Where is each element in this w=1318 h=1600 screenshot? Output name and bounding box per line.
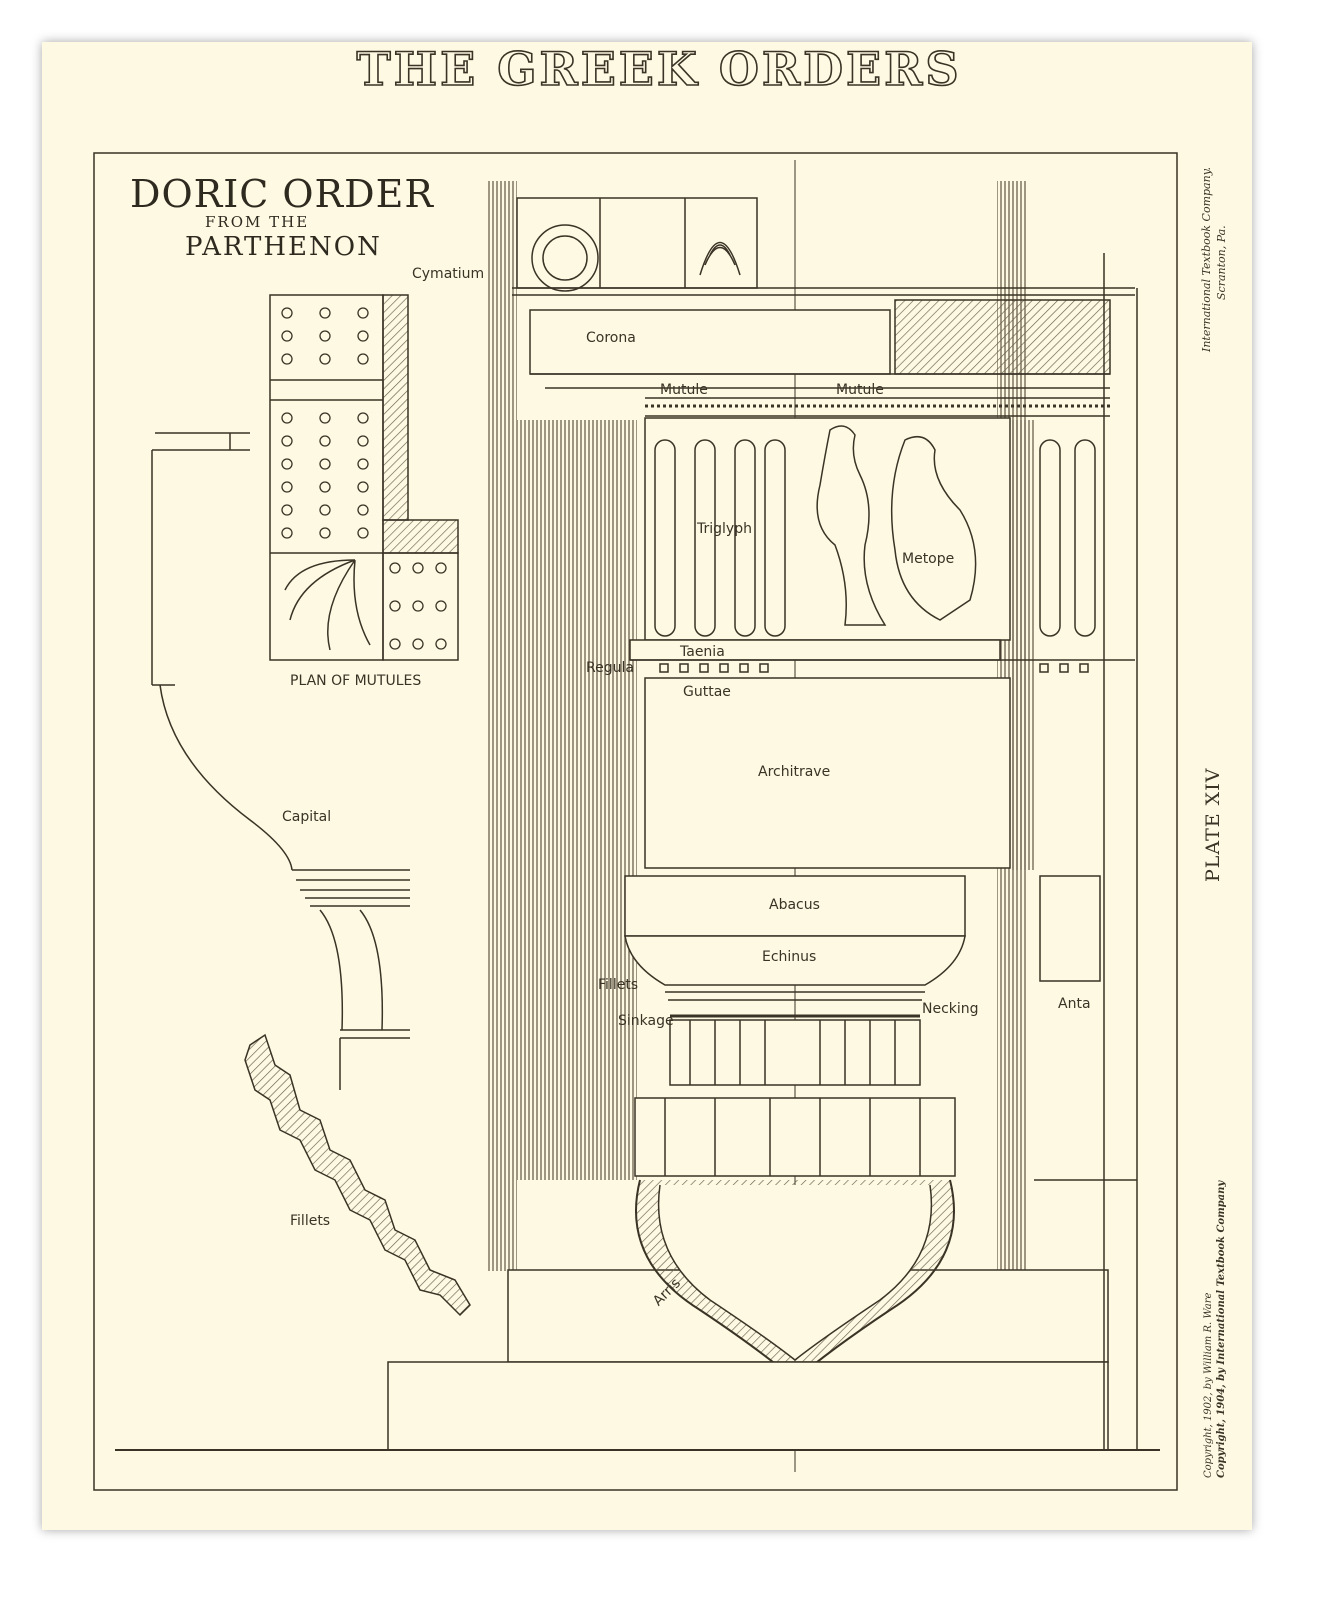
anthemion-ornament (699, 242, 741, 276)
label-sinkage: Sinkage (618, 1013, 674, 1029)
label-taenia: Taenia (680, 644, 725, 660)
plate-number: PLATE XIV (1202, 767, 1224, 882)
label-capital: Capital (282, 809, 332, 825)
label-metope: Metope (902, 551, 955, 567)
plan-of-mutules (269, 294, 459, 661)
inner-frame (93, 152, 1178, 1491)
guttae-row (659, 663, 1089, 673)
label-abacus: Abacus (769, 897, 820, 913)
capital-profile (151, 432, 410, 1090)
label-architrave: Architrave (758, 764, 831, 780)
triglyph-right (1039, 439, 1096, 637)
stylobate (387, 1361, 1109, 1451)
label-mutule-left: Mutule (660, 382, 708, 398)
label-plan-of-mutules: PLAN OF MUTULES (290, 673, 422, 689)
lion-head-ornament (531, 224, 599, 292)
heading-doric-order: DORIC ORDER (130, 172, 434, 216)
copyright-line-1: Copyright, 1902, by William R. Ware (1203, 1292, 1214, 1478)
label-necking: Necking (922, 1001, 979, 1017)
echinus-block (624, 935, 966, 986)
abacus-block (624, 875, 966, 937)
label-guttae: Guttae (683, 684, 731, 700)
triglyph-left (654, 439, 786, 637)
label-corona: Corona (586, 330, 636, 346)
metope-relief (816, 425, 977, 626)
label-anta: Anta (1058, 996, 1091, 1012)
label-echinus: Echinus (762, 949, 817, 965)
plate-title: THE GREEK ORDERS (356, 41, 962, 97)
label-regula: Regula (586, 660, 634, 676)
label-mutule-right: Mutule (836, 382, 884, 398)
heading-from-the: FROM THE (205, 213, 310, 231)
publisher-line-2: Scranton, Pa. (1215, 225, 1228, 300)
publisher-line-1: International Textbook Company. (1200, 167, 1213, 352)
anthemion-plan (284, 559, 371, 651)
heading-parthenon: PARTHENON (185, 232, 382, 262)
architrave-block (644, 677, 1011, 869)
label-fillets: Fillets (290, 1213, 331, 1229)
anta-capital (1039, 875, 1101, 982)
fillets-profile (244, 1033, 471, 1317)
label-cymatium: Cymatium (412, 266, 485, 282)
label-fillets-capital: Fillets (598, 977, 639, 993)
copyright-line-2: Copyright, 1904, by International Textbo… (1216, 1180, 1227, 1478)
label-triglyph: Triglyph (697, 521, 752, 537)
corona-block (529, 309, 891, 375)
shaft-block (634, 1097, 956, 1177)
